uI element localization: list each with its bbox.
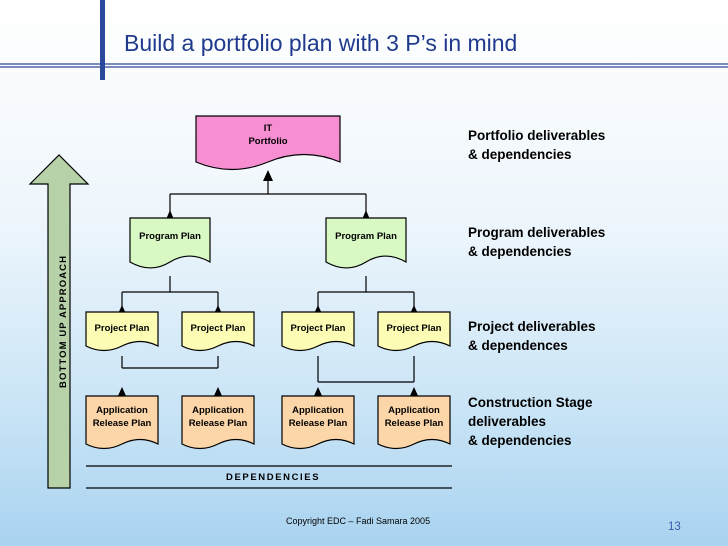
portfolio-label-line2: Portfolio (248, 136, 288, 147)
level-label-program: Program deliverables & dependencies (468, 223, 605, 261)
level-label-line: & dependencies (468, 147, 572, 162)
portfolio-label: IT Portfolio (228, 122, 308, 148)
release-label: Application Release Plan (378, 404, 450, 430)
project-label: Project Plan (94, 323, 150, 334)
level-label-construction: Construction Stage deliverables & depend… (468, 393, 593, 450)
level-label-line: Program deliverables (468, 225, 606, 240)
page-number: 13 (668, 521, 681, 533)
release-label-line1: Application (388, 405, 440, 416)
program-label: Program Plan (335, 231, 397, 242)
bottom-up-approach-label: BOTTOM UP APPROACH (58, 254, 69, 388)
release-document (181, 395, 255, 450)
program-document (129, 217, 211, 269)
program-document (325, 217, 407, 269)
project-document (181, 311, 255, 352)
release-label-line2: Release Plan (188, 418, 248, 429)
level-label-line: deliverables (468, 414, 547, 429)
level-label-line: & dependencies (468, 244, 572, 259)
level-label-project: Project deliverables & dependences (468, 317, 596, 355)
level-label-line: & dependencies (468, 433, 572, 448)
level-label-line: Project deliverables (468, 319, 596, 334)
project-label: Project Plan (290, 323, 346, 334)
release-label-line1: Application (292, 405, 344, 416)
accent-bar-vertical (100, 0, 105, 80)
level-label-line: & dependences (468, 338, 568, 353)
slide-title: Build a portfolio plan with 3 P’s in min… (124, 30, 518, 56)
release-document (281, 395, 355, 450)
release-document (85, 395, 159, 450)
portfolio-document (195, 115, 341, 171)
release-label-line1: Application (96, 405, 148, 416)
project-document (85, 311, 159, 352)
release-document (377, 395, 451, 450)
project-document (281, 311, 355, 352)
release-label: Application Release Plan (86, 404, 158, 430)
project-label: Project Plan (386, 323, 442, 334)
release-label-line2: Release Plan (288, 418, 348, 429)
level-label-line: Portfolio deliverables (468, 128, 606, 143)
portfolio-label-line1: IT (263, 123, 273, 134)
release-label: Application Release Plan (282, 404, 354, 430)
copyright-notice: Copyright EDC – Fadi Samara 2005 (286, 516, 431, 526)
dependencies-label: DEPENDENCIES (226, 472, 321, 483)
release-label-line2: Release Plan (384, 418, 444, 429)
release-label: Application Release Plan (182, 404, 254, 430)
level-label-line: Construction Stage (468, 395, 593, 410)
bottom-up-arrow (28, 154, 90, 489)
level-label-portfolio: Portfolio deliverables & dependencies (468, 126, 605, 164)
project-document (377, 311, 451, 352)
release-label-line2: Release Plan (92, 418, 152, 429)
program-label: Program Plan (139, 231, 201, 242)
release-label-line1: Application (192, 405, 244, 416)
project-label: Project Plan (190, 323, 246, 334)
